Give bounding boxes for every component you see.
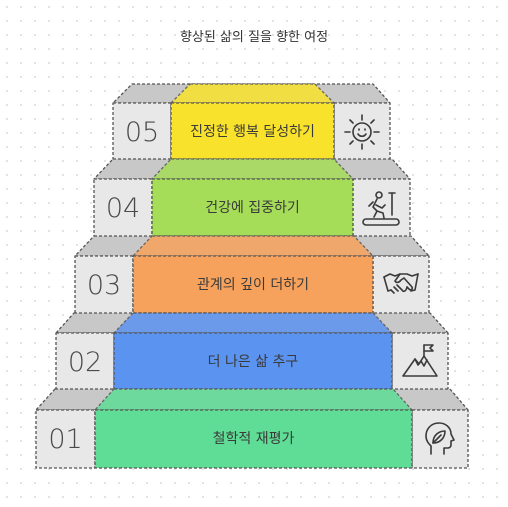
step-right-block [372, 255, 430, 315]
step-right-block [411, 409, 469, 469]
step-top-color-face [132, 235, 374, 257]
step-color-face [94, 409, 413, 469]
step-left-block [74, 255, 134, 315]
step-color-face [113, 332, 393, 392]
step-color-face [132, 255, 374, 315]
treadmill-runner-icon [353, 179, 410, 238]
head-leaf-icon [412, 410, 468, 468]
handshake-icon [373, 256, 429, 314]
step-label: 더 나은 삶 추구 [207, 353, 299, 370]
step-color-face [170, 102, 335, 162]
step-01 [35, 388, 469, 469]
step-left-block [55, 332, 115, 392]
step-number: 02 [67, 346, 103, 378]
step-label: 건강에 집중하기 [205, 200, 300, 216]
diagram-title: 향상된 삶의 질을 향한 여정 [179, 30, 329, 45]
step-number: 01 [48, 423, 83, 455]
step-label: 진정한 행복 달성하기 [190, 123, 315, 140]
step-top-color-face [170, 83, 335, 104]
mountain-flag-icon [392, 333, 448, 391]
step-03 [74, 235, 430, 315]
step-number: 04 [105, 193, 141, 224]
step-number: 05 [124, 116, 160, 148]
step-top-color-face [94, 388, 413, 411]
step-02 [55, 312, 449, 392]
step-top-color-face [113, 312, 393, 334]
step-label: 철학적 재평가 [212, 430, 295, 447]
smiling-sun-icon [334, 103, 390, 161]
step-label: 관계의 깊이 더하기 [197, 276, 309, 293]
step-top-color-face [151, 158, 354, 180]
step-left-block [35, 409, 96, 469]
step-04 [93, 158, 411, 239]
step-number: 03 [86, 269, 122, 301]
